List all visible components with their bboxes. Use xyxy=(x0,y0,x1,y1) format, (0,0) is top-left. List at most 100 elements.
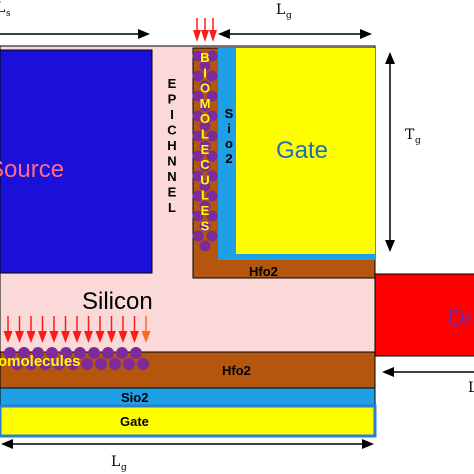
biomolecule-bead xyxy=(25,358,37,370)
arrow-head xyxy=(130,331,139,343)
hfo2-bottom-layer xyxy=(0,351,376,389)
biomolecule-bead xyxy=(199,80,211,92)
biomolecule-bead xyxy=(199,220,211,232)
biomolecule-bead xyxy=(116,347,128,359)
sio2-bottom-label: Sio2 xyxy=(121,390,148,405)
biomolecule-bead xyxy=(206,150,218,162)
arrow-head xyxy=(26,331,36,343)
arrow-head xyxy=(107,331,116,343)
biomolecule-bead xyxy=(130,347,142,359)
biomolecule-bead xyxy=(199,140,211,152)
arrow-head xyxy=(84,331,93,343)
biomolecule-row xyxy=(4,347,149,370)
arrow-head xyxy=(209,30,217,42)
biomolecule-bead xyxy=(199,60,211,72)
biomolecule-bead xyxy=(199,160,211,172)
tg-dimension: T g xyxy=(385,52,421,252)
gate-top-block xyxy=(236,48,375,254)
arrow-head xyxy=(3,331,13,343)
biomolecule-bead xyxy=(4,347,16,359)
drain-label: Drain xyxy=(447,305,474,332)
biomolecule-bead xyxy=(206,130,218,142)
svg-text:s: s xyxy=(6,9,11,19)
biomolecule-bead xyxy=(199,240,211,252)
svg-text:L: L xyxy=(0,0,5,16)
svg-text:g: g xyxy=(286,11,292,21)
arrow-head xyxy=(61,331,70,343)
biomolecule-bead xyxy=(192,170,204,182)
vertical-arrows xyxy=(193,18,217,42)
arrow-head xyxy=(49,331,59,343)
biomolecule-bead xyxy=(192,150,204,162)
svg-text:L: L xyxy=(111,454,120,470)
biomolecule-bead xyxy=(206,110,218,122)
svg-text:g: g xyxy=(121,463,127,473)
biomolecule-bead xyxy=(60,347,72,359)
arrow-head xyxy=(95,331,105,343)
biomolecule-bead xyxy=(192,230,204,242)
arrow-head xyxy=(72,331,82,343)
svg-text:L: L xyxy=(276,2,285,18)
right-bottom-dimension: L xyxy=(382,367,474,396)
biomolecule-bead xyxy=(192,50,204,62)
ls-dimension: L s xyxy=(0,0,150,39)
gate-bottom-block xyxy=(0,404,377,438)
biomolecule-bead xyxy=(39,358,51,370)
biomolecule-bead xyxy=(206,50,218,62)
hfo2-bottom-label: Hfo2 xyxy=(222,363,251,378)
biomolecule-bead xyxy=(199,100,211,112)
biomolecule-bead xyxy=(81,358,93,370)
arrow-head xyxy=(38,331,47,343)
biomolecule-bead xyxy=(206,230,218,242)
arrow-head xyxy=(201,30,209,42)
biomolecule-bead xyxy=(192,110,204,122)
biomolecule-bead xyxy=(137,358,149,370)
hfo2-vertical-label: Hfo2 xyxy=(249,264,278,279)
biomolecule-bead xyxy=(88,347,100,359)
biomolecule-bead xyxy=(102,347,114,359)
biomolecule-bead xyxy=(53,358,65,370)
source-label: Source xyxy=(0,156,64,183)
biomolecule-bead xyxy=(192,130,204,142)
biomolecule-bead xyxy=(192,210,204,222)
arrow-head xyxy=(193,30,201,42)
horizontal-arrows xyxy=(3,316,151,343)
biomolecules-horizontal-label: Biomolecules xyxy=(0,353,81,370)
biomolecule-bead xyxy=(67,358,79,370)
biomolecule-bead xyxy=(206,170,218,182)
lg-bottom-dimension: L g xyxy=(1,439,374,473)
biomolecule-bead xyxy=(109,358,121,370)
arrow-head xyxy=(118,331,128,343)
biomolecule-bead xyxy=(206,210,218,222)
biomolecule-bead xyxy=(199,180,211,192)
arrow-head xyxy=(141,331,151,343)
biomolecule-bead xyxy=(74,347,86,359)
biomolecule-bead xyxy=(192,70,204,82)
biomolecule-bead xyxy=(192,190,204,202)
drain-block xyxy=(374,273,474,357)
svg-text:T: T xyxy=(405,127,415,143)
biomolecule-bead xyxy=(206,90,218,102)
biomolecule-bead xyxy=(32,347,44,359)
silicon-label: Silicon xyxy=(82,288,153,315)
gate-top-label: Gate xyxy=(276,137,328,164)
source-block xyxy=(0,49,153,274)
biomolecule-bead xyxy=(95,358,107,370)
biomolecule-bead xyxy=(123,358,135,370)
svg-text:L: L xyxy=(468,380,474,396)
biomolecule-bead xyxy=(192,90,204,102)
biomolecule-bead xyxy=(206,70,218,82)
biomolecule-bead xyxy=(199,200,211,212)
biomolecule-bead xyxy=(206,190,218,202)
biomolecule-bead xyxy=(46,347,58,359)
arrow-head xyxy=(15,331,24,343)
sio2-bottom-layer xyxy=(0,387,376,407)
